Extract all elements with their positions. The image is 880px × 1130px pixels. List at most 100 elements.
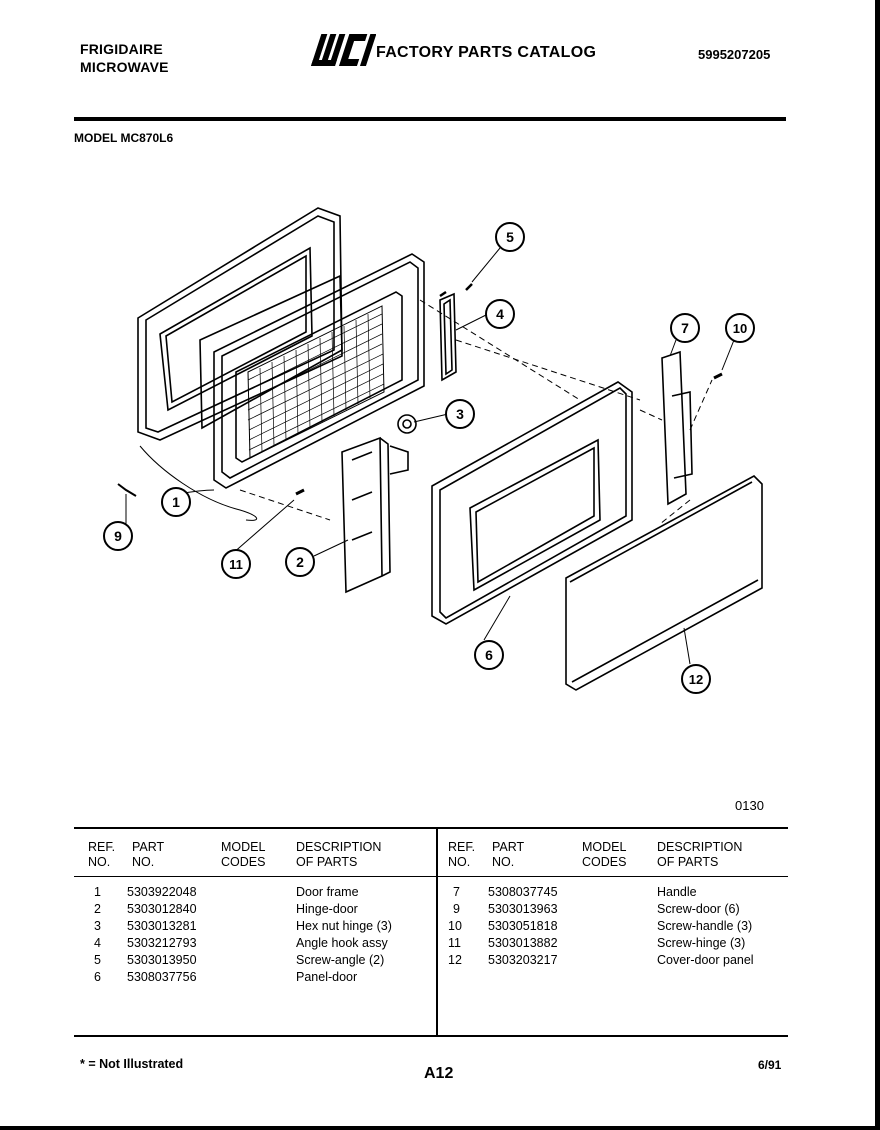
table-row: 1 5303922048 Door frame <box>0 884 436 901</box>
callout-9: 9 <box>103 521 133 551</box>
table-row: 3 5303013281 Hex nut hinge (3) <box>0 918 436 935</box>
part-no: 5308037756 <box>127 970 197 984</box>
callout-1: 1 <box>161 487 191 517</box>
table-top-rule <box>74 827 788 829</box>
table-row: 7 5308037745 Handle <box>0 884 880 901</box>
ref-no: 10 <box>448 919 462 933</box>
table-row: 12 5303203217 Cover-door panel <box>0 952 880 969</box>
callout-5: 5 <box>495 222 525 252</box>
part-no: 5303051818 <box>488 919 558 933</box>
ref-no: 5 <box>94 953 101 967</box>
table-row: 10 5303051818 Screw-handle (3) <box>0 918 880 935</box>
ref-no: 3 <box>94 919 101 933</box>
ref-no: 7 <box>453 885 460 899</box>
part-no: 5308037745 <box>488 885 558 899</box>
description: Hex nut hinge (3) <box>296 919 392 933</box>
table-column-divider <box>436 829 438 1036</box>
model-label: MODEL MC870L6 <box>74 131 174 145</box>
inner-frame-part <box>213 253 425 489</box>
svg-text:1: 1 <box>172 494 180 510</box>
page-border-right <box>875 0 880 1130</box>
svg-text:7: 7 <box>681 320 689 336</box>
brand-name: FRIGIDAIRE <box>80 41 163 57</box>
panel-door-part <box>431 381 633 625</box>
page-number: A12 <box>424 1065 454 1082</box>
description: Handle <box>657 885 697 899</box>
table-bottom-rule <box>74 1035 788 1037</box>
screw-parts <box>117 283 723 497</box>
parts-list-right: 7 5308037745 Handle 9 5303013963 Screw-d… <box>0 884 880 969</box>
description: Panel-door <box>296 970 358 984</box>
table-row: 5 5303013950 Screw-angle (2) <box>0 952 436 969</box>
catalog-title: FACTORY PARTS CATALOG <box>376 44 597 61</box>
table-row: 6 5308037756 Panel-door <box>0 969 436 986</box>
table-header-rule <box>74 876 788 877</box>
table-row: 9 5303013963 Screw-door (6) <box>0 901 880 918</box>
svg-text:10: 10 <box>733 321 747 336</box>
svg-text:12: 12 <box>689 672 703 687</box>
part-no: 5303013950 <box>127 953 197 967</box>
parts-list-left: 1 5303922048 Door frame 2 5303012840 Hin… <box>0 884 436 986</box>
angle-hook-part <box>439 292 457 382</box>
diagram-code: 0130 <box>735 798 764 813</box>
part-no: 5303922048 <box>127 885 197 899</box>
callout-2: 2 <box>285 547 315 577</box>
callout-4: 4 <box>485 299 515 329</box>
door-frame-part <box>137 207 343 441</box>
header-ref-left: REF.NO. <box>88 840 116 869</box>
callout-7: 7 <box>670 313 700 343</box>
description: Cover-door panel <box>657 953 754 967</box>
publication-date: 6/91 <box>758 1058 782 1072</box>
wci-logo <box>310 34 376 66</box>
svg-text:6: 6 <box>485 647 493 663</box>
brand-block: FRIGIDAIRE MICROWAVE <box>80 40 169 76</box>
product-type: MICROWAVE <box>80 59 169 75</box>
ref-no: 9 <box>453 902 460 916</box>
header-ref-right: REF.NO. <box>448 840 476 869</box>
description: Angle hook assy <box>296 936 388 950</box>
part-no: 5303013882 <box>488 936 558 950</box>
description: Screw-door (6) <box>657 902 740 916</box>
ref-no: 11 <box>448 936 461 950</box>
description: Door frame <box>296 885 359 899</box>
part-no: 5303013281 <box>127 919 197 933</box>
ref-no: 4 <box>94 936 101 950</box>
callout-12: 12 <box>681 664 711 694</box>
description: Screw-handle (3) <box>657 919 753 933</box>
exploded-parts-diagram: 1 2 3 4 5 6 7 9 10 11 12 <box>103 207 763 694</box>
ref-no: 6 <box>94 970 101 984</box>
mesh-pattern <box>247 313 385 453</box>
svg-text:11: 11 <box>229 557 243 572</box>
description: Hinge-door <box>296 902 358 916</box>
handle-part <box>661 350 693 506</box>
catalog-number: 5995207205 <box>698 47 771 62</box>
part-no: 5303013963 <box>488 902 558 916</box>
callout-6: 6 <box>474 640 504 670</box>
hinge-door-part <box>341 436 409 594</box>
header-divider <box>74 117 786 121</box>
not-illustrated-note: * = Not Illustrated <box>80 1057 184 1071</box>
svg-text:3: 3 <box>456 406 464 422</box>
callout-3: 3 <box>445 399 475 429</box>
table-row: 2 5303012840 Hinge-door <box>0 901 436 918</box>
callout-10: 10 <box>725 313 755 343</box>
svg-text:4: 4 <box>496 306 504 322</box>
description: Screw-angle (2) <box>296 953 385 967</box>
part-no: 5303012840 <box>127 902 197 916</box>
page-border-bottom <box>0 1126 880 1130</box>
cover-door-part <box>565 475 763 691</box>
ref-no: 2 <box>94 902 101 916</box>
svg-text:2: 2 <box>296 554 304 570</box>
part-no: 5303212793 <box>127 936 197 950</box>
hex-nut-part <box>397 414 417 434</box>
svg-text:9: 9 <box>114 528 122 544</box>
table-row: 11 5303013882 Screw-hinge (3) <box>0 935 880 952</box>
callout-11: 11 <box>221 549 251 579</box>
description: Screw-hinge (3) <box>657 936 746 950</box>
